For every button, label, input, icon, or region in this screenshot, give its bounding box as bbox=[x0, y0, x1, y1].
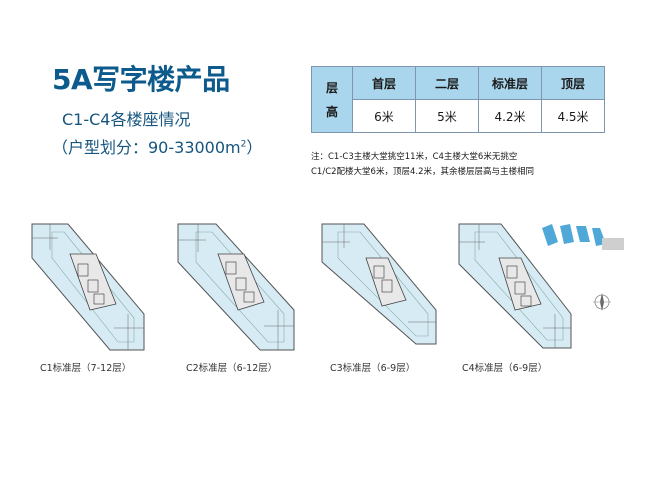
floor-plan-label: C3标准层（6-9层） bbox=[330, 363, 416, 374]
floor-plan-c4 bbox=[455, 218, 575, 354]
page-title: 5A写字楼产品 bbox=[52, 63, 230, 96]
column-header: 顶层 bbox=[541, 66, 605, 100]
height-value: 5米 bbox=[415, 99, 479, 133]
area-range-suffix: ） bbox=[246, 138, 263, 157]
floor-plan-label: C4标准层（6-9层） bbox=[462, 363, 548, 374]
row-header: 层 高 bbox=[311, 66, 353, 133]
floor-plan-c2 bbox=[176, 218, 296, 354]
height-value: 4.5米 bbox=[541, 99, 605, 133]
column-header: 标准层 bbox=[478, 66, 542, 100]
floor-plan-label: C2标准层（6-12层） bbox=[186, 363, 278, 374]
compass-icon bbox=[593, 293, 611, 311]
height-value: 6米 bbox=[352, 99, 416, 133]
row-header-bottom: 高 bbox=[325, 104, 338, 119]
note-line: 注：C1-C3主楼大堂挑空11米，C4主楼大堂6米无挑空 bbox=[311, 152, 518, 162]
note-line: C1/C2配楼大堂6米，顶层4.2米，其余楼层层高与主楼相同 bbox=[311, 167, 534, 177]
column-header: 二层 bbox=[415, 66, 479, 100]
height-value: 4.2米 bbox=[478, 99, 542, 133]
subtitle: C1-C4各楼座情况 bbox=[62, 110, 191, 129]
column-header: 首层 bbox=[352, 66, 416, 100]
site-plan-thumbnail bbox=[536, 220, 628, 320]
notes: 注：C1-C3主楼大堂挑空11米，C4主楼大堂6米无挑空 C1/C2配楼大堂6米… bbox=[311, 150, 534, 180]
floor-plan-c1 bbox=[30, 218, 150, 354]
row-header-top: 层 bbox=[325, 80, 338, 95]
floor-plan-c3 bbox=[318, 218, 438, 354]
floor-plan-label: C1标准层（7-12层） bbox=[40, 363, 132, 374]
area-range-superscript: 2 bbox=[240, 139, 247, 150]
area-range-prefix: （户型划分：90-33000m bbox=[52, 138, 241, 157]
area-range: （户型划分：90-33000m2） bbox=[52, 134, 262, 158]
floor-height-table: 层 高 首层 二层 标准层 顶层 6米 5米 4.2米 4.5米 bbox=[311, 66, 605, 133]
building-block-icon bbox=[542, 224, 624, 250]
